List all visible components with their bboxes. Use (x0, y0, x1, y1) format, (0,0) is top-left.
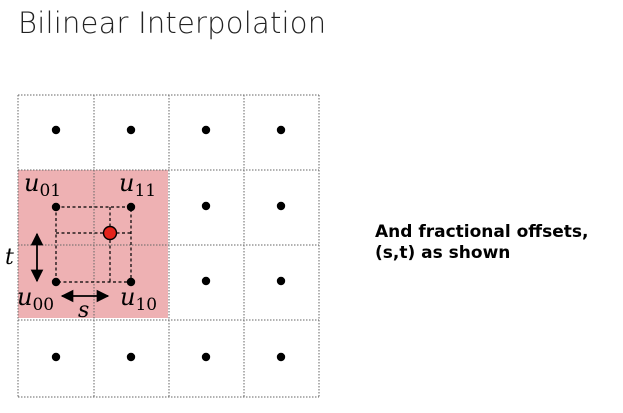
sample-dot (276, 352, 286, 362)
slide-title: Bilinear Interpolation (18, 6, 327, 40)
caption-line-1: And fractional offsets, (375, 222, 589, 242)
sample-dot (126, 352, 136, 362)
label-s: s (78, 298, 89, 323)
label-u10: u10 (120, 283, 157, 315)
label-u11: u11 (119, 169, 156, 201)
sample-dot (276, 201, 286, 211)
interpolation-box (55, 206, 132, 283)
sample-dot-u10 (126, 277, 136, 287)
sample-dot (51, 352, 61, 362)
sample-dot (201, 125, 211, 135)
interpolated-point (102, 225, 118, 241)
caption-line-2: (s,t) as shown (375, 243, 511, 263)
label-t: t (5, 245, 14, 270)
pixel-sample-dots (51, 125, 286, 362)
sample-dot (201, 276, 211, 286)
sample-dot (201, 201, 211, 211)
sample-dot (51, 125, 61, 135)
pixel-grid (17, 94, 320, 398)
sample-dot (201, 352, 211, 362)
sample-dot (276, 276, 286, 286)
sample-dot (126, 125, 136, 135)
caption: And fractional offsets, (s,t) as shown (375, 222, 588, 264)
label-u01: u01 (24, 169, 61, 201)
sample-dot-u00 (51, 277, 61, 287)
sample-dot-u11 (126, 202, 136, 212)
label-u00: u00 (17, 283, 54, 315)
sample-dot-u01 (51, 202, 61, 212)
sample-dot (276, 125, 286, 135)
